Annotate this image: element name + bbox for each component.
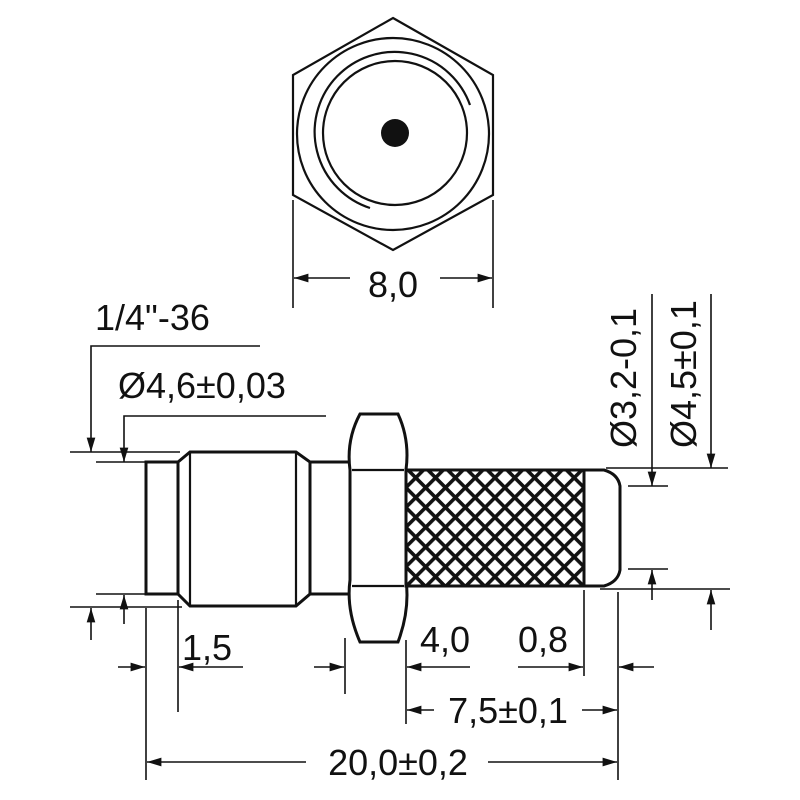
tip-length-label: 0,8 — [518, 619, 568, 660]
crimp-inner-diameter-label: Ø3,2-0,1 — [603, 308, 644, 448]
total-length-label: 20,0±0,2 — [328, 742, 468, 783]
knurled-sleeve — [404, 468, 586, 588]
knurl-length-label: 4,0 — [420, 619, 470, 660]
hex-nut-side — [347, 412, 409, 644]
body-neck — [308, 460, 352, 596]
side-view: 1/4"-36 Ø4,6±0,03 Ø3,2-0,1 Ø4,5±0,1 — [70, 294, 730, 783]
front-length-label: 1,5 — [182, 627, 232, 668]
inner-spiral-arc — [313, 50, 472, 210]
main-body — [176, 450, 312, 608]
front-lip — [144, 460, 180, 596]
knurled-face — [321, 59, 469, 207]
hex-outline — [291, 16, 495, 252]
crimp-length-label: 7,5±0,1 — [448, 690, 568, 731]
thread-label: 1/4"-36 — [95, 297, 210, 338]
crimp-outer-diameter-label: Ø4,5±0,1 — [663, 300, 704, 448]
hex-inner-ring — [295, 36, 491, 232]
body-diameter-label: Ø4,6±0,03 — [118, 365, 286, 406]
front-view: 8,0 — [291, 16, 495, 308]
center-pin — [381, 119, 409, 147]
width-dim-label: 8,0 — [368, 264, 418, 305]
sleeve-tip — [582, 468, 622, 588]
